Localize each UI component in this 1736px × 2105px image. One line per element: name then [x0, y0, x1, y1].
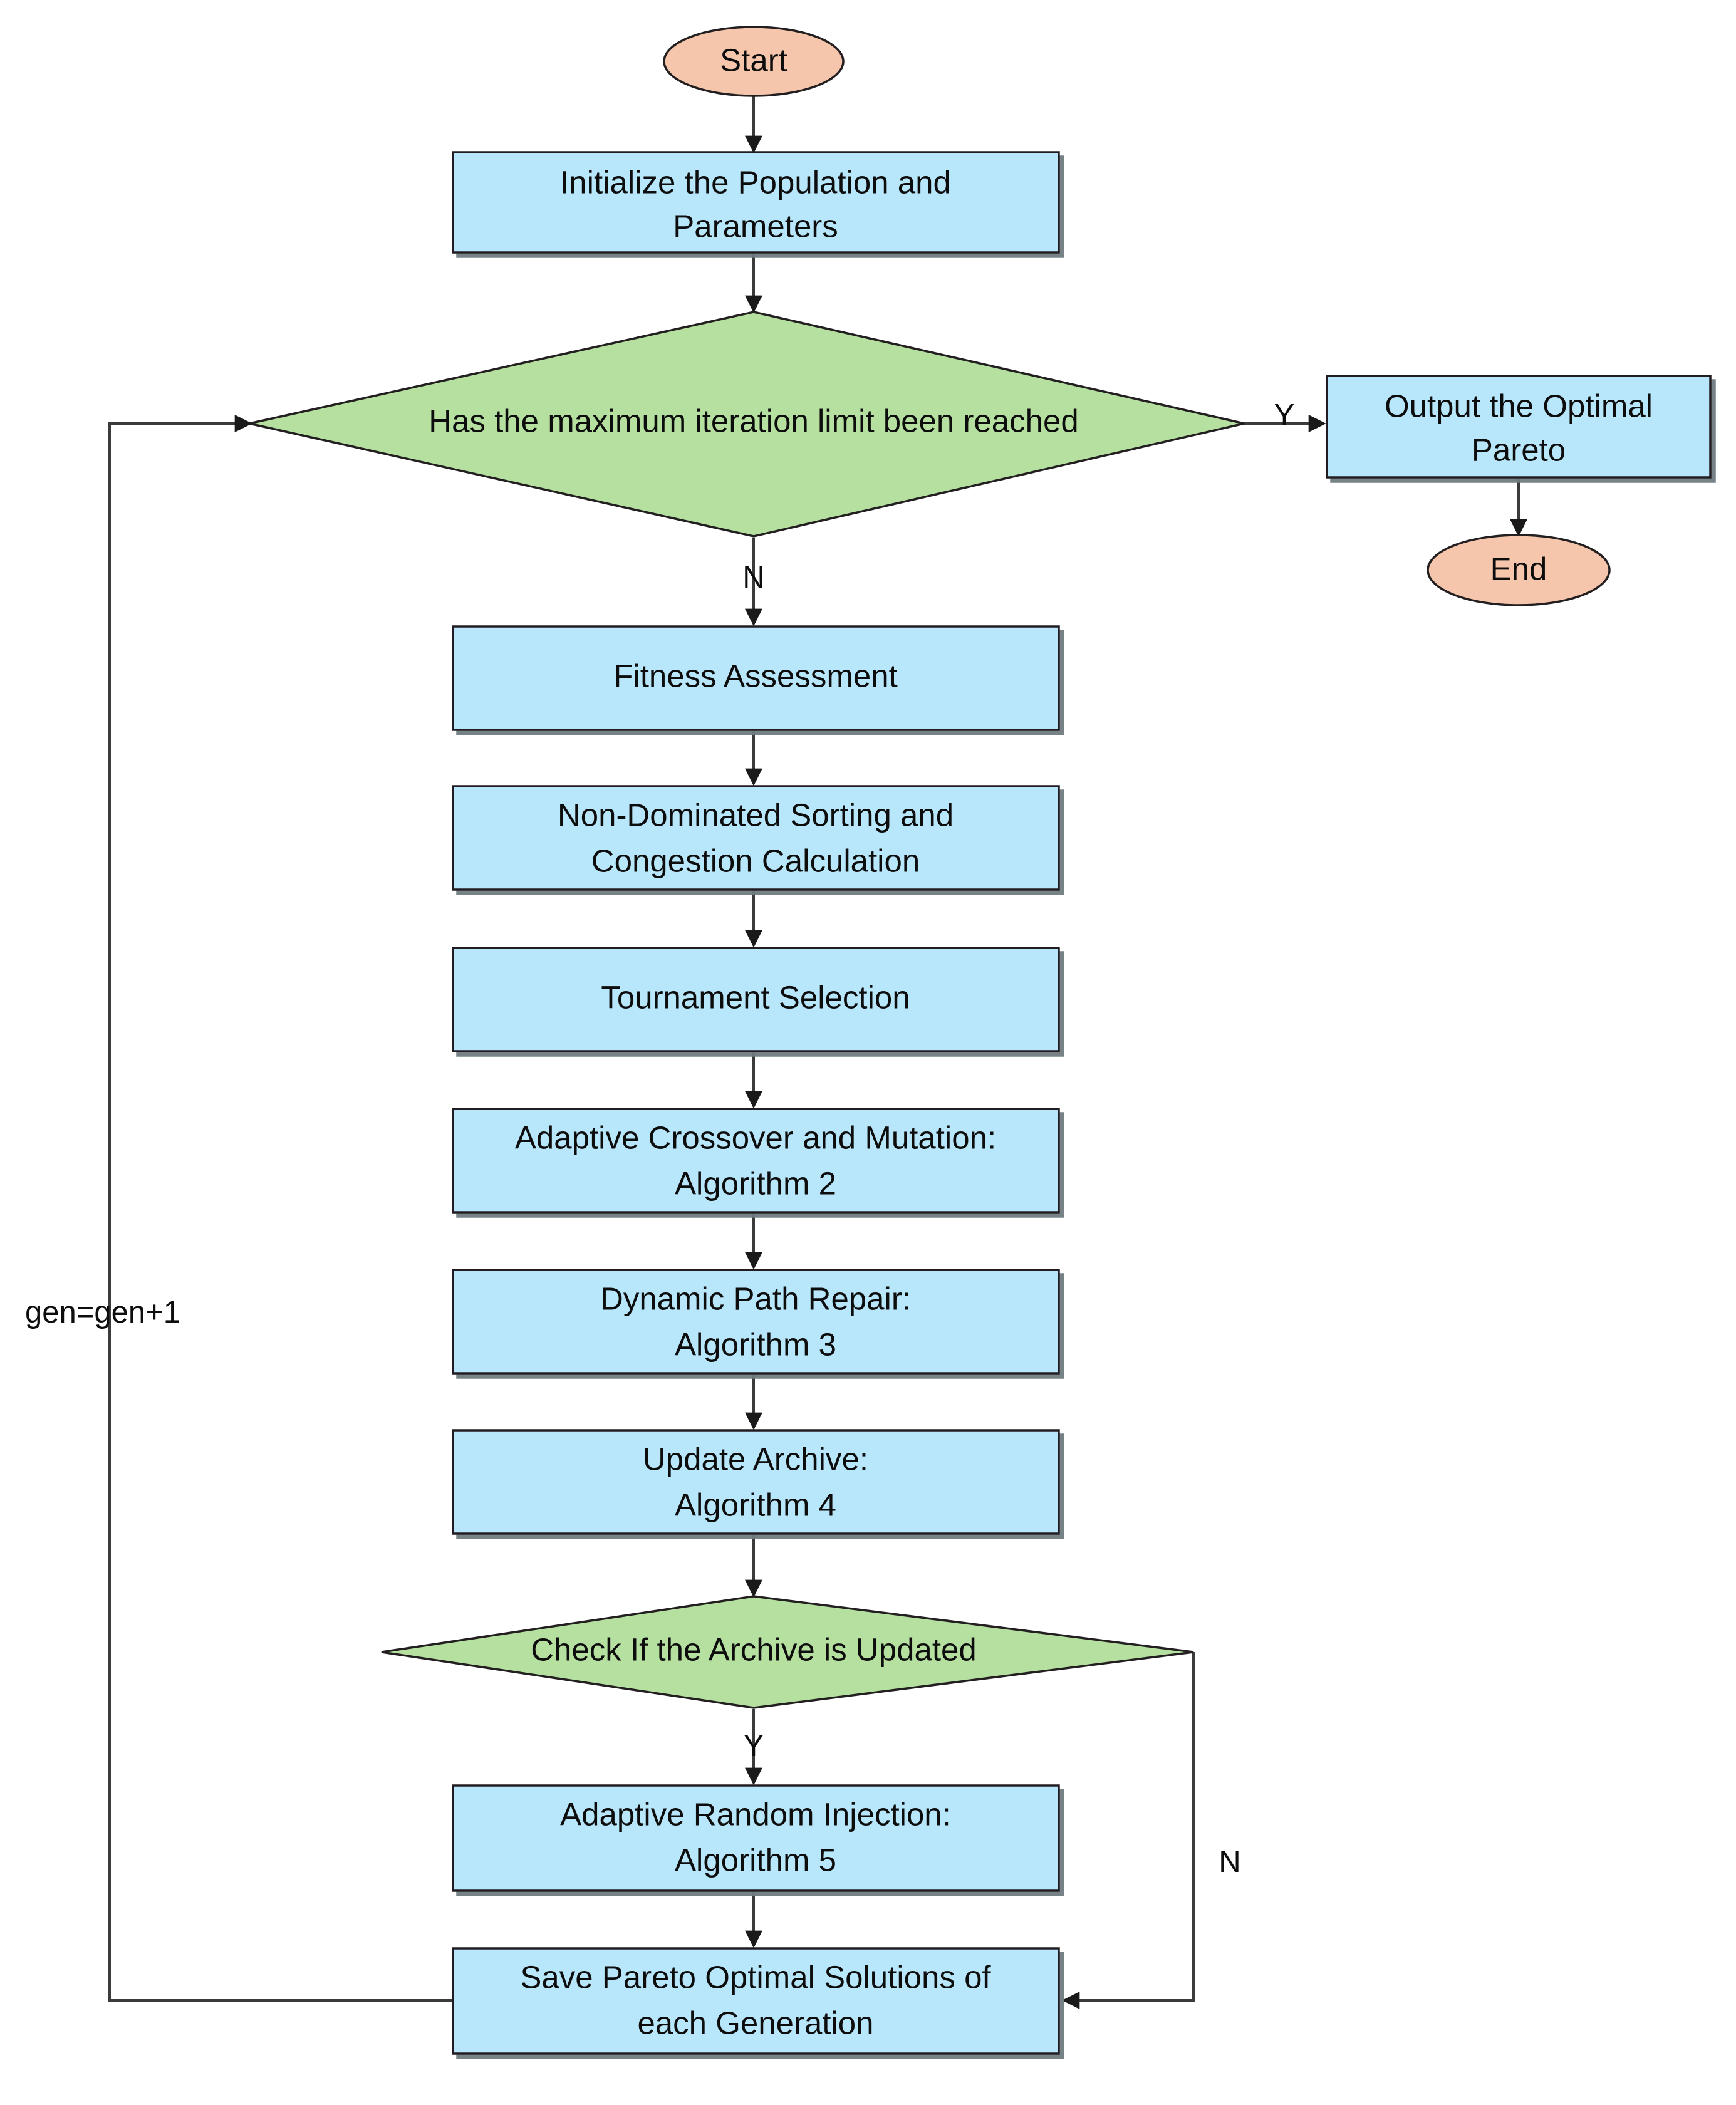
node-adaptive-random-injection[interactable]: Adaptive Random Injection: Algorithm 5 [452, 1784, 1060, 1892]
dynamic-path-repair-label-line2: Algorithm 3 [675, 1326, 836, 1362]
adaptive-random-injection-label-line2: Algorithm 5 [675, 1842, 836, 1878]
node-check-archive-decision[interactable]: Check If the Archive is Updated [381, 1595, 1194, 1709]
check-archive-diamond[interactable] [381, 1595, 1194, 1709]
end-ellipse[interactable] [1427, 534, 1611, 606]
fitness-assessment-label: Fitness Assessment [613, 658, 898, 694]
end-label: End [1490, 551, 1547, 586]
adaptive-crossover-label-line2: Algorithm 2 [675, 1165, 836, 1201]
edge-checkarchive-no-to-savepareto [1062, 1652, 1195, 2009]
edge-label-checkarchive-no: N [1219, 1845, 1240, 1879]
non-dominated-sorting-label-line1: Non-Dominated Sorting and [558, 797, 954, 833]
output-pareto-label-line2: Pareto [1472, 432, 1566, 467]
fitness-assessment-box[interactable] [452, 625, 1060, 731]
edges-layer [108, 86, 1527, 2009]
node-dynamic-path-repair[interactable]: Dynamic Path Repair: Algorithm 3 [452, 1269, 1060, 1375]
update-archive-box[interactable] [452, 1429, 1060, 1535]
node-end[interactable]: End [1427, 534, 1611, 606]
adaptive-crossover-box[interactable] [452, 1108, 1060, 1214]
initialize-label-line2: Parameters [673, 208, 838, 244]
node-adaptive-crossover-mutation[interactable]: Adaptive Crossover and Mutation: Algorit… [452, 1108, 1060, 1214]
initialize-label-line1: Initialize the Population and [560, 164, 951, 200]
output-pareto-box[interactable] [1326, 375, 1712, 479]
edge-label-maxiter-yes: Y [1274, 398, 1295, 432]
tournament-selection-box[interactable] [452, 947, 1060, 1052]
node-non-dominated-sorting[interactable]: Non-Dominated Sorting and Congestion Cal… [452, 785, 1060, 891]
save-pareto-label-line2: each Generation [637, 2005, 873, 2040]
node-tournament-selection[interactable]: Tournament Selection [452, 947, 1060, 1052]
output-pareto-label-line1: Output the Optimal [1385, 388, 1653, 424]
edge-label-maxiter-no: N [742, 561, 764, 595]
node-save-pareto-solutions[interactable]: Save Pareto Optimal Solutions of each Ge… [452, 1947, 1060, 2055]
edge-label-checkarchive-yes: Y [744, 1729, 764, 1763]
edge-label-loop-back: gen=gen+1 [25, 1296, 180, 1329]
node-fitness-assessment[interactable]: Fitness Assessment [452, 625, 1060, 731]
check-archive-label: Check If the Archive is Updated [531, 1631, 977, 1667]
edge-savepareto-loopback-to-maxiter [108, 415, 453, 2002]
node-initialize-population[interactable]: Initialize the Population and Parameters [452, 151, 1060, 254]
start-label: Start [720, 42, 787, 78]
save-pareto-label-line1: Save Pareto Optimal Solutions of [520, 1959, 991, 1995]
non-dominated-sorting-box[interactable] [452, 785, 1060, 891]
update-archive-label-line2: Algorithm 4 [675, 1487, 836, 1522]
dynamic-path-repair-box[interactable] [452, 1269, 1060, 1375]
initialize-box[interactable] [452, 151, 1060, 254]
max-iteration-diamond[interactable] [249, 311, 1245, 538]
max-iteration-label: Has the maximum iteration limit been rea… [429, 403, 1078, 439]
tournament-selection-label: Tournament Selection [601, 979, 910, 1015]
edge-labels-layer: Y N Y N gen=gen+1 [25, 398, 1294, 1879]
node-max-iteration-decision[interactable]: Has the maximum iteration limit been rea… [249, 311, 1245, 538]
non-dominated-sorting-label-line2: Congestion Calculation [591, 843, 920, 878]
node-output-optimal-pareto[interactable]: Output the Optimal Pareto [1326, 375, 1712, 479]
adaptive-random-injection-label-line1: Adaptive Random Injection: [560, 1796, 951, 1832]
node-start[interactable]: Start [663, 26, 845, 97]
start-ellipse[interactable] [663, 26, 845, 97]
save-pareto-box[interactable] [452, 1947, 1060, 2055]
dynamic-path-repair-label-line1: Dynamic Path Repair: [600, 1281, 911, 1316]
update-archive-label-line1: Update Archive: [643, 1441, 868, 1477]
node-update-archive[interactable]: Update Archive: Algorithm 4 [452, 1429, 1060, 1535]
adaptive-crossover-label-line1: Adaptive Crossover and Mutation: [515, 1120, 996, 1155]
adaptive-random-injection-box[interactable] [452, 1784, 1060, 1892]
